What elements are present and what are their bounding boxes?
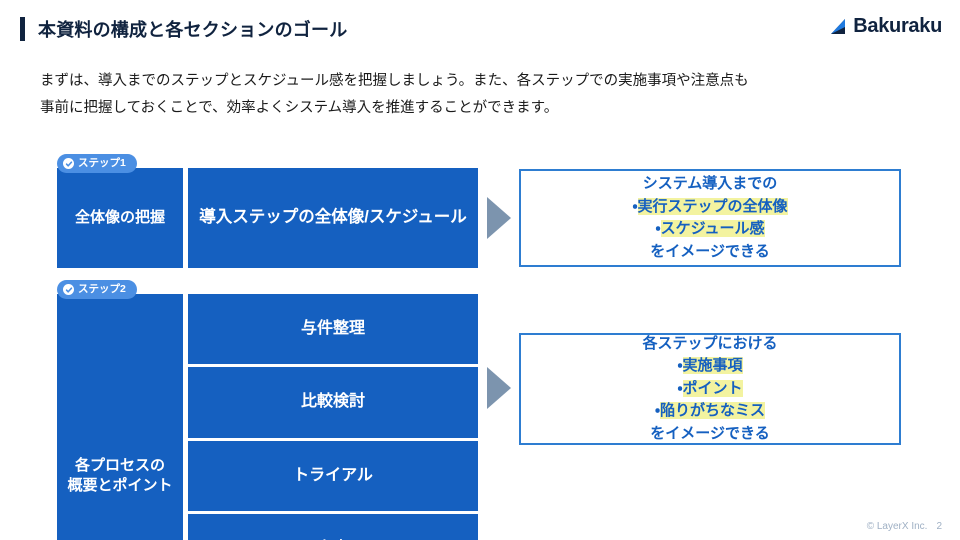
arrow-right-triangle-icon-2 [487,367,511,409]
step-1-rows: 導入ステップの全体像/スケジュール [188,168,478,268]
step-2-title-line-1: 各プロセスの [74,456,165,474]
step-1-badge-label: ステップ1 [78,157,126,170]
step-1-title-box: 全体像の把握 [57,168,183,268]
step-2-row-0[interactable]: 与件整理 [188,294,478,365]
title-accent-bar [20,17,25,41]
outcome-2-line-2-text: ポイント [682,379,743,397]
outcome-box-1: システム導入までの ・実行ステップの全体像 ・スケジュール感 をイメージできる [519,169,901,267]
outcome-2-line-1: ・実施事項 [677,355,743,378]
step-2-row-2[interactable]: トライアル [188,440,478,512]
outcome-2-line-2: ・ポイント [677,378,743,401]
step-2-title-text: 各プロセスの 概要とポイント [67,456,172,497]
lead-line-1: まずは、導入までのステップとスケジュール感を把握しましょう。また、各ステップでの… [40,73,749,89]
outcome-2-line-4: をイメージできる [650,423,769,446]
outcome-2-line-3-text: 陥りがちなミス [660,402,766,420]
outcome-1-line-0: システム導入までの [643,173,778,196]
outcome-2-line-0-text: 各ステップにおける [642,334,778,352]
outcome-1-line-2-bullet: ・ [655,220,661,237]
outcome-2-line-0: 各ステップにおける [642,333,777,356]
outcome-1-line-3-text: をイメージできる [650,242,770,260]
steps-diagram: ステップ1 全体像の把握 導入ステップの全体像/スケジュール システム導入までの… [0,150,960,540]
outcome-2-line-1-bullet: ・ [677,357,683,375]
lead-paragraph: まずは、導入までのステップとスケジュール感を把握しましょう。また、各ステップでの… [40,68,920,122]
copyright-text: © LayerX Inc. [866,521,928,532]
step-2-title-box: 各プロセスの 概要とポイント [57,294,183,540]
step-2-badge-label: ステップ2 [78,283,126,296]
arrow-right-triangle-icon-1 [487,197,511,239]
step-1-row-0[interactable]: 導入ステップの全体像/スケジュール [188,168,478,268]
step-2-rows: 与件整理 比較検討 トライアル 上申 初期設定/試験運用 [188,294,478,540]
step-group-2: ステップ2 各プロセスの 概要とポイント 与件整理 比較検討 トライアル 上申 … [57,280,478,540]
step-2-row-3[interactable]: 上申 [188,514,478,540]
slide-header: 本資料の構成と各セクションのゴール Bakuraku [0,0,960,56]
lead-line-2: 事前に把握しておくことで、効率よくシステム導入を推進することができます。 [40,99,559,116]
outcome-2-line-1-text: 実施事項 [682,357,743,375]
step-2-title-line-2: 概要とポイント [67,477,173,494]
step-2-row-1[interactable]: 比較検討 [188,367,478,438]
slide-footer: © LayerX Inc. 2 [867,521,942,532]
outcome-2-line-3-bullet: ・ [654,402,661,420]
outcome-1-line-0-text: システム導入までの [642,175,778,192]
outcome-1-line-3: をイメージできる [650,241,769,264]
outcome-box-2: 各ステップにおける ・実施事項 ・ポイント ・陥りがちなミス をイメージできる [519,333,901,445]
check-circle-icon [63,158,74,169]
outcome-1-line-1-text: 実行ステップの全体像 [637,197,788,215]
step-2-badge: ステップ2 [57,280,137,299]
outcome-1-line-2-text: スケジュール感 [660,220,765,237]
bakuraku-mark-icon [831,18,846,34]
outcome-2-line-4-text: をイメージできる [650,424,770,442]
step-1-body: 全体像の把握 導入ステップの全体像/スケジュール [57,168,478,268]
step-2-body: 各プロセスの 概要とポイント 与件整理 比較検討 トライアル 上申 初期設定/試… [57,294,478,540]
outcome-1-line-2: ・スケジュール感 [655,218,765,241]
outcome-2-line-3: ・陥りがちなミス [654,400,766,423]
brand-name: Bakuraku [853,15,942,37]
step-1-title-text: 全体像の把握 [74,208,165,226]
step-1-badge: ステップ1 [57,154,137,173]
brand-logo: Bakuraku [829,16,942,36]
check-circle-icon [63,284,74,295]
page-title: 本資料の構成と各セクションのゴール [38,20,348,40]
outcome-1-line-1-bullet: ・ [632,197,638,215]
page-number: 2 [936,521,942,532]
step-group-1: ステップ1 全体像の把握 導入ステップの全体像/スケジュール [57,154,478,268]
outcome-1-line-1: ・実行ステップの全体像 [632,196,788,219]
outcome-2-line-2-bullet: ・ [677,379,683,397]
